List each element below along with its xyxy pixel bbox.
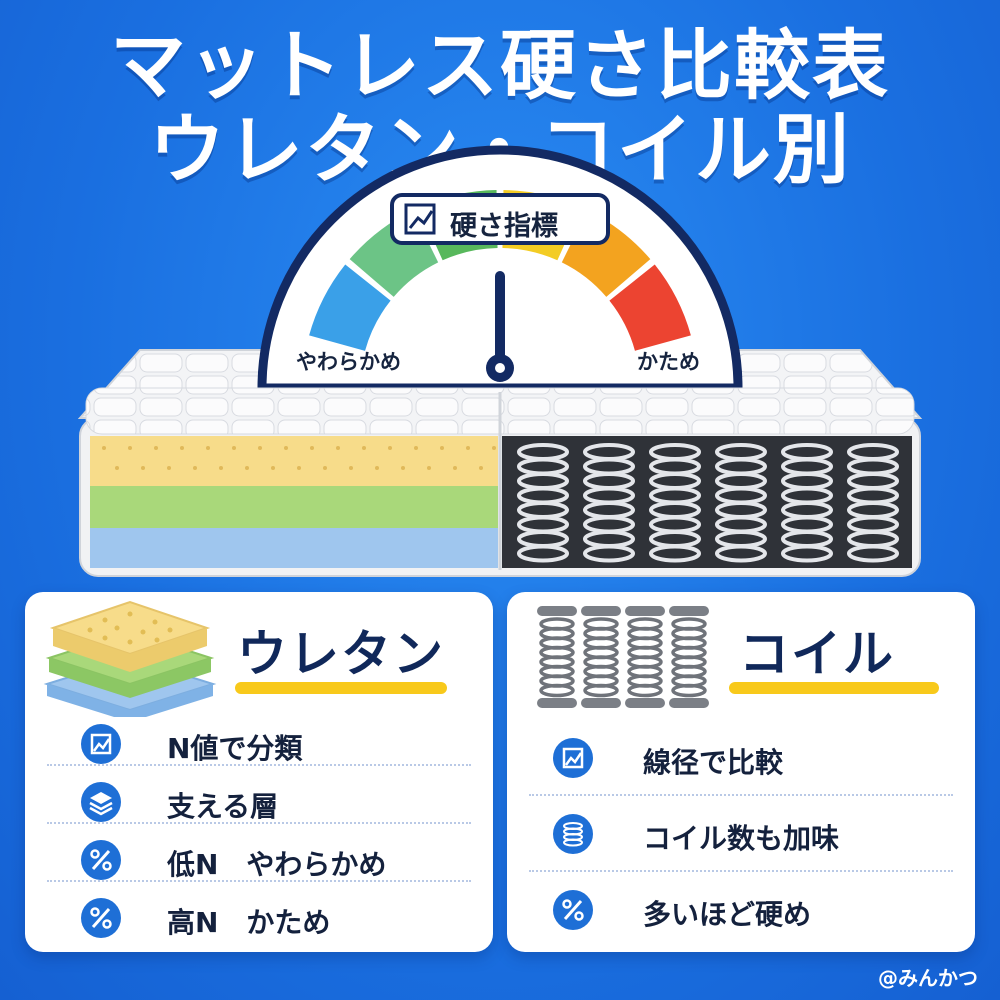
urethane-feature-text: 低N やわらかめ (167, 848, 387, 881)
chart-icon (81, 724, 121, 764)
coil-feature-text: 多いほど硬め (643, 898, 812, 931)
urethane-feature-row: 高N かため (25, 888, 493, 948)
mattress-body (79, 387, 921, 577)
coil-feature-row: 線径で比較 (507, 728, 975, 788)
gauge-chart-icon (404, 203, 436, 235)
urethane-feature-text: N値で分類 (167, 732, 303, 765)
mattress-gauge-illustration (77, 145, 923, 577)
percent-icon (553, 890, 593, 930)
row-separator (47, 822, 471, 824)
coil-title-underline (729, 682, 939, 694)
coil-feature-text: コイル数も加味 (643, 822, 840, 855)
row-separator (47, 764, 471, 766)
urethane-feature-row: N値で分類 (25, 714, 493, 774)
urethane-title: ウレタン (237, 625, 445, 683)
hardness-gauge (257, 145, 743, 393)
row-separator (529, 870, 953, 872)
urethane-feature-row: 低N やわらかめ (25, 830, 493, 890)
gauge-segment-1 (309, 264, 391, 351)
coil-feature-row: 多いほど硬め (507, 880, 975, 940)
coil-spring-icon (537, 606, 709, 708)
urethane-feature-row: 支える層 (25, 772, 493, 832)
coil-section (502, 436, 912, 568)
gauge-hard-label: かため (637, 350, 700, 374)
row-separator (529, 794, 953, 796)
gauge-segment-6 (609, 264, 691, 351)
urethane-layers (90, 436, 509, 568)
coil-title: コイル (739, 625, 895, 683)
watermark: @みんかつ (878, 966, 978, 990)
chart-icon (553, 738, 593, 778)
foam-stack-icon (43, 600, 217, 717)
coil-card: コイル 線径で比較コイル数も加味多いほど硬め (507, 592, 975, 952)
urethane-feature-text: 支える層 (167, 790, 279, 823)
urethane-feature-text: 高N かため (167, 906, 331, 939)
urethane-title-underline (235, 682, 447, 694)
coil-feature-row: コイル数も加味 (507, 804, 975, 864)
coil-icon (553, 814, 593, 854)
gauge-title: 硬さ指標 (450, 211, 558, 242)
percent-icon (81, 898, 121, 938)
gauge-label-box (390, 193, 610, 245)
gauge-soft-label: やわらかめ (296, 350, 401, 374)
page-title-line1: マットレス硬さ比較表 (110, 21, 890, 110)
urethane-card: ウレタン N値で分類支える層低N やわらかめ高N かため (25, 592, 493, 952)
percent-icon (81, 840, 121, 880)
layers-icon (81, 782, 121, 822)
row-separator (47, 880, 471, 882)
coil-feature-text: 線径で比較 (643, 746, 784, 779)
